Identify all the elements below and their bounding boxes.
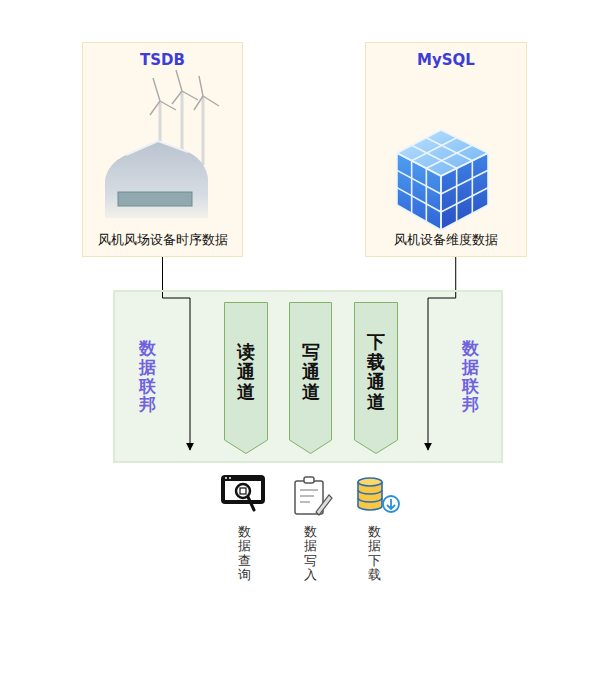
cube-grid-line [411,161,413,214]
source-title: MySQL [417,51,475,69]
channel-outline [355,303,398,454]
cube-grid-line [397,153,441,176]
cube-grid-line [441,205,488,230]
data-source-box: TSDB 风机风场设备时序数据 [82,42,243,257]
band-fill [113,290,503,463]
source-caption: 风机设备维度数据 [394,231,498,249]
panel-fill [365,42,527,257]
channel-arrow: 读通道 [224,302,268,454]
cube-grid-line [456,168,458,221]
cube-grid-line [441,153,488,176]
channel-arrow: 下载通道 [354,302,398,454]
channel-label: 写通道 [302,342,320,401]
source-title: TSDB [140,51,185,69]
query-icon [221,475,265,510]
icon-caption: 数据写入 [304,525,317,582]
cube-grid-line [397,153,441,176]
download-icon [358,478,399,512]
cube-grid-line [440,176,442,230]
channel-outline [290,303,332,454]
channel-outline [225,303,268,454]
data-source-box: MySQL 风机设备维度数据 [365,42,527,257]
cube-grid-line [426,168,428,221]
channel-label: 读通道 [237,342,255,401]
cube-grid-line [487,153,489,205]
source-caption: 风机风场设备时序数据 [98,231,228,249]
write-icon [295,477,332,515]
connector-arrow [163,257,191,450]
icon-caption: 数据下载 [368,525,381,582]
panel-fill [82,42,243,257]
cube-grid-line [397,130,441,153]
cube-grid-line [440,176,442,230]
band-label: 数据联邦 [462,339,479,414]
channel-label: 下载通道 [367,332,385,411]
cube-grid-line [441,153,488,176]
connector-arrow [428,257,456,450]
channel-arrow: 写通道 [289,302,332,454]
icon-caption: 数据查询 [238,525,251,582]
cube-grid-line [472,161,474,214]
band-label: 数据联邦 [139,339,156,414]
cube-grid-line [441,130,488,153]
wind-farm-illustration [105,70,219,218]
federation-band: 数据联邦 数据联邦 读通道 写通道 下载通道 [113,290,503,463]
database-cube-icon [397,130,488,230]
cube-grid-line [396,153,398,205]
cube-grid-line [397,205,441,230]
